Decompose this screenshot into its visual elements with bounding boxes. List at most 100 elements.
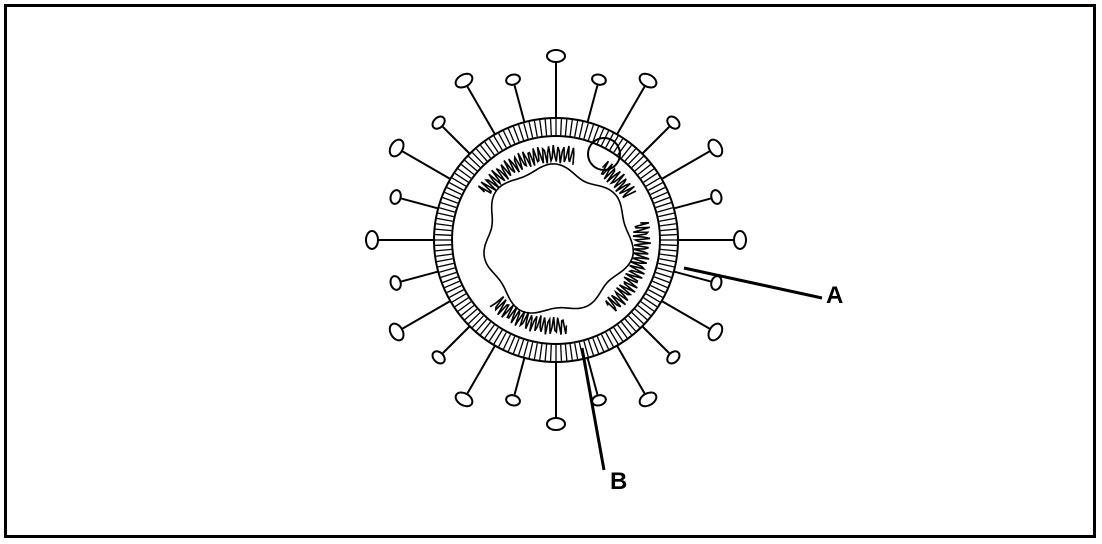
envelope-ridge (441, 272, 456, 277)
envelope-ridge (437, 218, 453, 221)
envelope-ridge (597, 129, 603, 144)
spike-stalk (588, 85, 598, 122)
spike-stalk (443, 326, 470, 353)
spike-stalk (401, 272, 438, 282)
spike-head (706, 321, 725, 343)
envelope-ridge (658, 263, 674, 267)
envelope-ridge (508, 337, 514, 352)
spike-stalk (402, 301, 450, 329)
envelope-ridge (597, 337, 603, 352)
pointer-line-a (684, 268, 822, 298)
spike-head (637, 71, 659, 90)
envelope-ridge (529, 122, 533, 138)
envelope-ridge (575, 343, 578, 359)
spike-head (591, 73, 607, 86)
envelope-ridge (659, 259, 675, 262)
spike-head (505, 73, 521, 86)
envelope-ridge (534, 343, 537, 359)
spike-stalk (617, 346, 645, 394)
envelope-ridge (545, 345, 546, 361)
envelope-ridge (524, 123, 528, 138)
label-b: B (610, 470, 627, 494)
spike-head (389, 189, 402, 205)
spike-stalk (401, 199, 438, 209)
spike-head (389, 275, 402, 291)
envelope-ridge (588, 125, 593, 140)
envelope-ridge (435, 249, 451, 250)
envelope-ridge (438, 213, 454, 217)
envelope-ridge (435, 229, 451, 230)
spike-stalk (642, 127, 669, 154)
envelope-ridge (439, 208, 454, 212)
envelope-ridge (661, 245, 677, 246)
spike-head (366, 231, 378, 249)
envelope-ridge (534, 121, 537, 137)
spike-stalk (515, 358, 525, 395)
envelope-ridge (435, 245, 451, 246)
spike-head (453, 390, 475, 409)
envelope-ridge (435, 235, 451, 236)
envelope-ridge (561, 119, 562, 135)
envelope-ridge (656, 203, 671, 208)
spike-head (547, 50, 565, 62)
spike-stalk (402, 151, 450, 179)
envelope-ridge (441, 203, 456, 208)
spike-stalk (617, 86, 645, 134)
spike-stalk (642, 326, 669, 353)
spike-stalk (662, 151, 710, 179)
envelope-ridge (654, 197, 669, 203)
envelope-ridge (658, 213, 674, 217)
envelope-ridge (570, 120, 572, 136)
spike-head (387, 137, 406, 159)
envelope-ridge (437, 259, 453, 262)
envelope-ridge (438, 263, 454, 267)
envelope-ridge (513, 127, 519, 142)
envelope-ridge (439, 268, 454, 272)
spike-stalk (467, 346, 495, 394)
envelope-ridge (654, 277, 669, 283)
envelope-ridge (661, 229, 677, 230)
spike-head (710, 189, 723, 205)
spike-head (637, 390, 659, 409)
envelope-ridge (540, 344, 542, 360)
envelope-ridge (561, 345, 562, 361)
envelope-ridge (551, 119, 552, 135)
surface-spikes (366, 50, 746, 430)
envelope-ridge (660, 254, 676, 256)
envelope-ridge (565, 345, 566, 361)
envelope-ridge (657, 208, 672, 212)
envelope-ridge (524, 341, 528, 356)
envelope-ridge (660, 224, 676, 226)
spike-head (547, 418, 565, 430)
spike-stalk (467, 86, 495, 134)
envelope-ridge (657, 268, 672, 272)
inner-membrane (484, 164, 633, 313)
envelope-ridge (579, 122, 583, 138)
envelope-ridge (443, 197, 458, 203)
envelope-ridge (540, 120, 542, 136)
envelope-ridge (653, 281, 668, 287)
envelope-ridge (508, 129, 514, 144)
pointer-line-b (582, 348, 604, 470)
label-a: A (826, 284, 843, 308)
nucleocapsid (478, 138, 651, 335)
envelope-ridge (653, 192, 668, 198)
envelope-ridge (519, 340, 524, 355)
envelope-ridge (443, 277, 458, 283)
spike-head (453, 71, 475, 90)
envelope-ridge (661, 235, 677, 236)
spike-stalk (515, 85, 525, 122)
spike-head (387, 321, 406, 343)
envelope-ridge (445, 192, 460, 198)
envelope-ridge (445, 281, 460, 287)
envelope-ridge (575, 121, 578, 137)
envelope-ridge (436, 224, 452, 226)
envelope-ridge (565, 119, 566, 135)
spike-head (505, 394, 521, 407)
envelope-ridge (661, 249, 677, 250)
envelope-ridge (551, 345, 552, 361)
envelope-ridge (545, 119, 546, 135)
spike-stalk (674, 199, 711, 209)
envelope-ridge (584, 123, 588, 138)
